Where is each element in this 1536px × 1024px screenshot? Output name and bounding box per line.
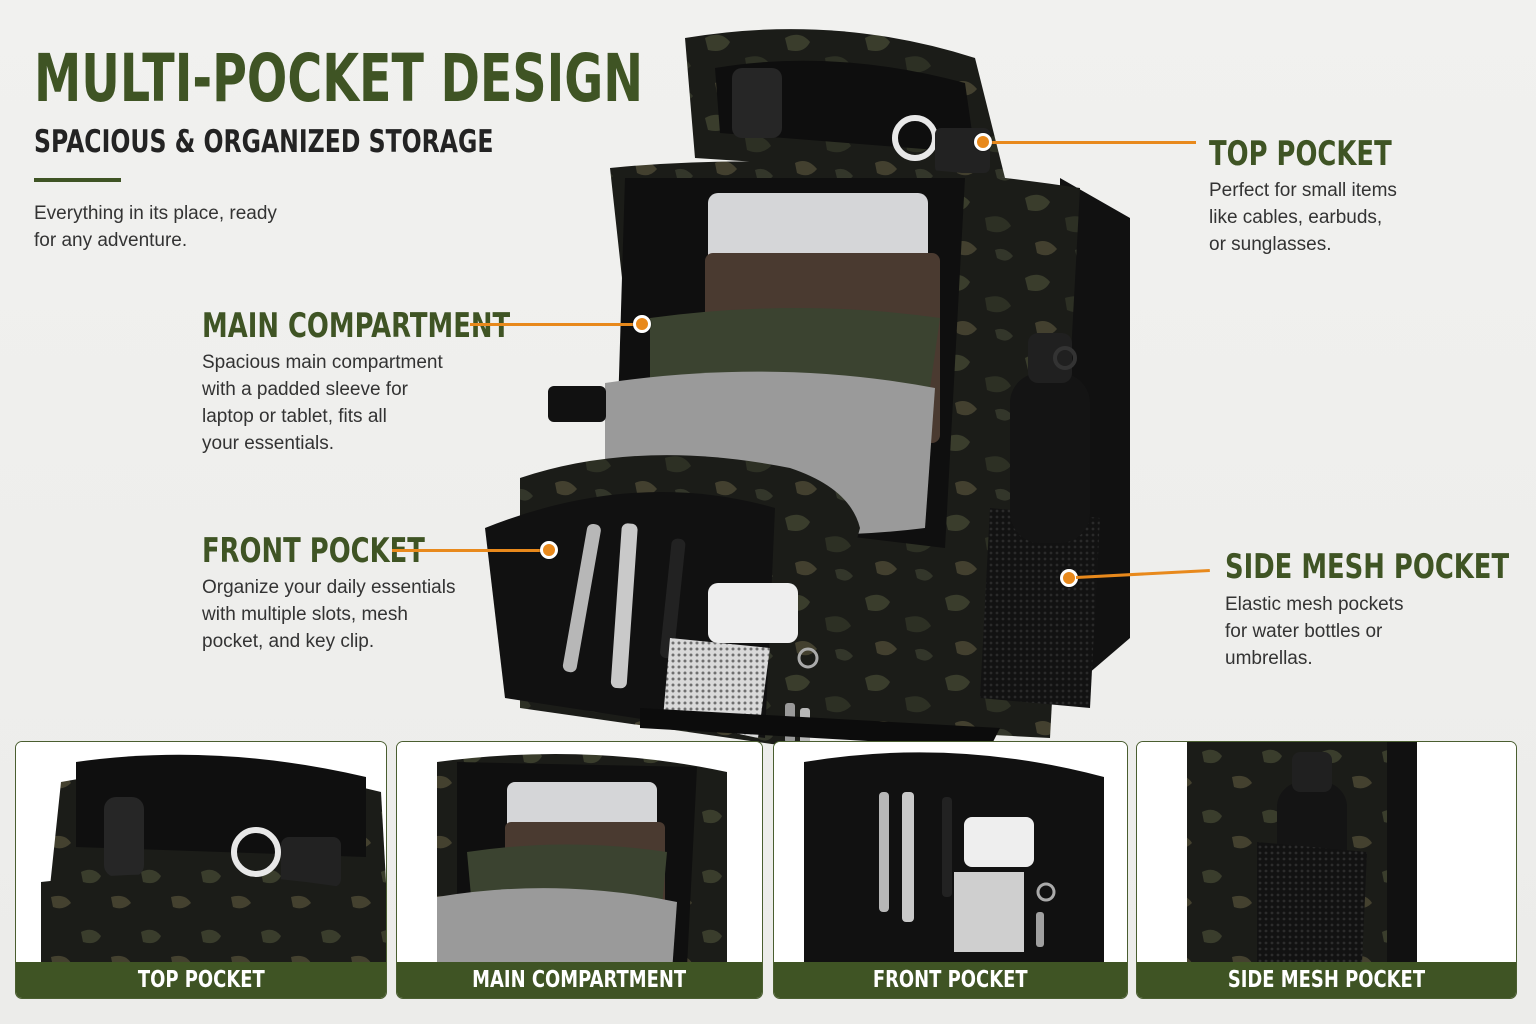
top-pocket-marker xyxy=(974,133,992,151)
top-pocket-description: Perfect for small items like cables, ear… xyxy=(1209,177,1397,258)
description-line: umbrellas. xyxy=(1225,648,1313,669)
panel-top-pocket: TOP POCKET xyxy=(15,741,387,999)
main-compartment-marker xyxy=(633,315,651,333)
top-pocket-leader-line xyxy=(988,141,1196,144)
description-line: with a padded sleeve for xyxy=(202,379,408,400)
panel-main-compartment: MAIN COMPARTMENT xyxy=(396,741,763,999)
top-pocket-photo xyxy=(16,742,386,964)
intro-line: for any adventure. xyxy=(34,230,188,251)
description-line: Spacious main compartment xyxy=(202,352,443,373)
panel-label: SIDE MESH POCKET xyxy=(1227,967,1426,993)
side-mesh-pocket-photo xyxy=(1137,742,1516,964)
panel-front-pocket: FRONT POCKET xyxy=(773,741,1128,999)
page-title: MULTI-POCKET DESIGN xyxy=(34,40,644,117)
panel-side-mesh-pocket: SIDE MESH POCKET xyxy=(1136,741,1517,999)
panel-label-bar: MAIN COMPARTMENT xyxy=(397,962,762,998)
main-compartment-title: MAIN COMPARTMENT xyxy=(202,306,511,346)
main-compartment-description: Spacious main compartment with a padded … xyxy=(202,349,443,457)
front-pocket-title: FRONT POCKET xyxy=(202,531,425,571)
description-line: like cables, earbuds, xyxy=(1209,207,1383,228)
description-line: for water bottles or xyxy=(1225,621,1383,642)
panel-label: FRONT POCKET xyxy=(873,967,1028,993)
panel-label-bar: TOP POCKET xyxy=(16,962,386,998)
front-pocket-marker xyxy=(540,541,558,559)
side-mesh-pocket-title: SIDE MESH POCKET xyxy=(1225,547,1510,587)
intro-text: Everything in its place, ready for any a… xyxy=(34,200,354,254)
description-line: with multiple slots, mesh xyxy=(202,604,408,625)
main-compartment-leader-line xyxy=(470,323,640,326)
front-pocket-photo xyxy=(774,742,1127,964)
description-line: pocket, and key clip. xyxy=(202,631,375,652)
panel-label: MAIN COMPARTMENT xyxy=(472,967,687,993)
page-subtitle: SPACIOUS & ORGANIZED STORAGE xyxy=(34,124,494,160)
main-compartment-photo xyxy=(397,742,762,964)
description-line: Elastic mesh pockets xyxy=(1225,594,1404,615)
description-line: your essentials. xyxy=(202,433,335,454)
panel-label-bar: FRONT POCKET xyxy=(774,962,1127,998)
top-pocket-title: TOP POCKET xyxy=(1209,134,1392,174)
description-line: or sunglasses. xyxy=(1209,234,1332,255)
description-line: laptop or tablet, fits all xyxy=(202,406,387,427)
description-line: Perfect for small items xyxy=(1209,180,1397,201)
front-pocket-description: Organize your daily essentials with mult… xyxy=(202,574,455,655)
panel-label: TOP POCKET xyxy=(137,967,265,993)
front-pocket-leader-line xyxy=(392,549,547,552)
side-mesh-pocket-description: Elastic mesh pockets for water bottles o… xyxy=(1225,591,1403,672)
title-divider xyxy=(34,178,121,182)
backpack-illustration xyxy=(485,29,1130,748)
description-line: Organize your daily essentials xyxy=(202,577,456,598)
panel-label-bar: SIDE MESH POCKET xyxy=(1137,962,1516,998)
intro-line: Everything in its place, ready xyxy=(34,203,277,224)
